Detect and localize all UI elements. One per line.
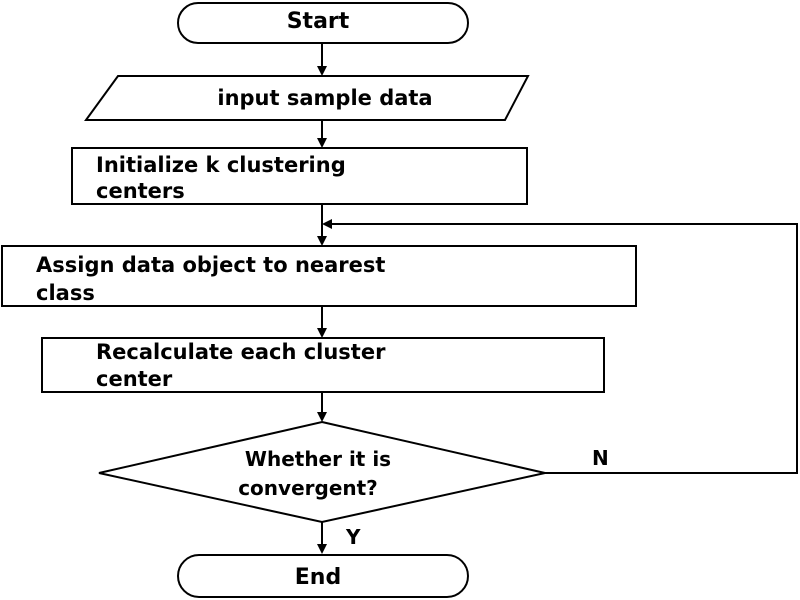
initialize-centers-process: Initialize k clustering centers <box>71 147 528 205</box>
initialize-label-line2: centers <box>96 179 185 203</box>
end-label: End <box>295 565 341 590</box>
start-terminator: Start <box>177 2 469 44</box>
recalculate-centers-process: Recalculate each cluster center <box>41 337 605 393</box>
convergence-decision: Whether it is convergent? <box>98 420 546 524</box>
end-terminator: End <box>177 554 469 598</box>
recalculate-label-line1: Recalculate each cluster <box>96 340 386 364</box>
initialize-label-line1: Initialize k clustering <box>96 153 346 177</box>
start-label: Start <box>287 9 350 34</box>
assign-label-line2: class <box>36 281 95 305</box>
decision-label-line1: Whether it is <box>245 447 391 471</box>
decision-label-line2: convergent? <box>238 476 378 500</box>
assign-data-process: Assign data object to nearest class <box>1 245 637 307</box>
input-data-label: input sample data <box>217 86 432 110</box>
no-branch-label: N <box>592 446 609 470</box>
loop-back-arrow <box>322 219 798 474</box>
input-data-shape: input sample data <box>84 75 530 121</box>
assign-label-line1: Assign data object to nearest <box>36 253 385 277</box>
yes-branch-label: Y <box>345 525 361 549</box>
recalculate-label-line2: center <box>96 367 173 391</box>
